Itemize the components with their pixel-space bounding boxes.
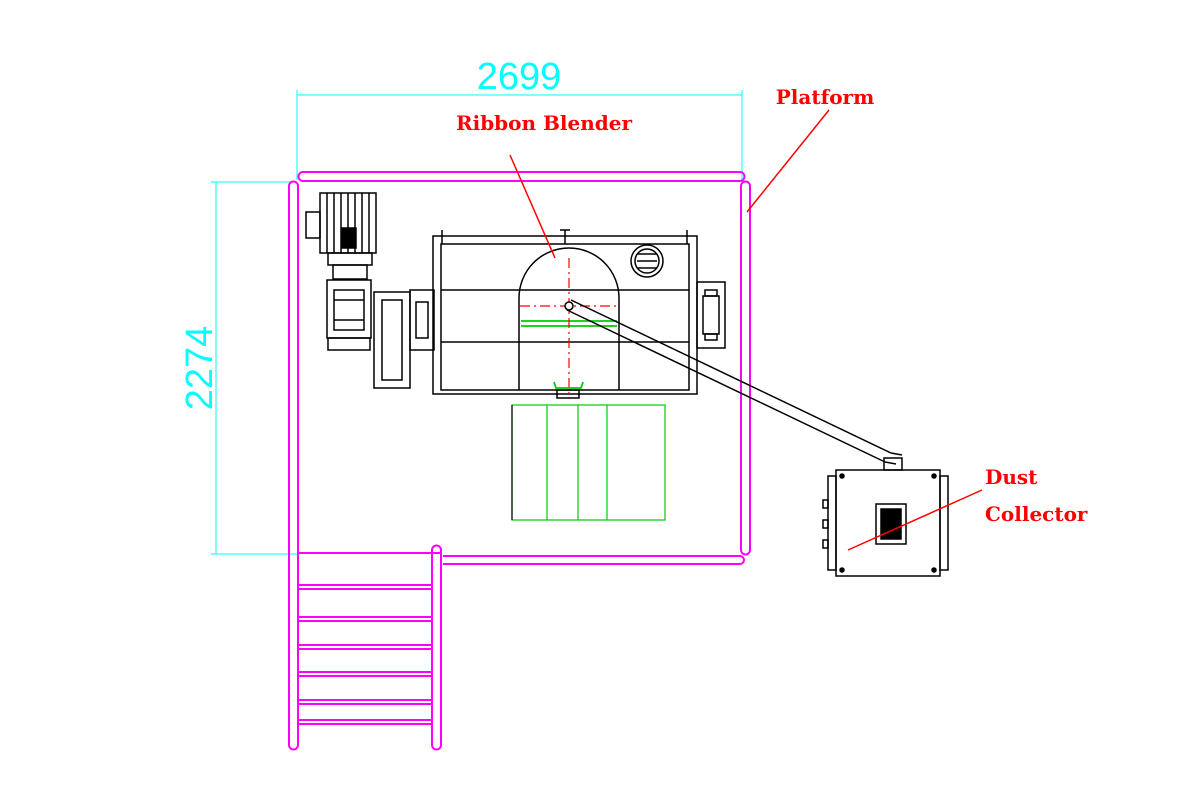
label-ribbon-blender: Ribbon Blender — [456, 111, 633, 135]
dimension-width — [296, 90, 743, 180]
leader-lines — [509, 109, 983, 551]
dimension-height — [211, 181, 297, 555]
discharge-bracket — [553, 381, 584, 389]
label-dust: Dust — [985, 465, 1038, 489]
label-collector: Collector — [985, 502, 1088, 526]
dust-collector — [822, 469, 949, 577]
dimension-height-label: 2274 — [179, 326, 221, 411]
motor — [305, 192, 377, 280]
dimension-width-label: 2699 — [477, 56, 562, 98]
platform — [288, 171, 751, 751]
gearbox — [326, 279, 435, 389]
inspection-port-icon — [630, 244, 664, 278]
dust-duct — [564, 299, 903, 471]
ribbon-blender — [432, 229, 726, 399]
label-platform: Platform — [776, 85, 874, 109]
discharge-chute — [511, 404, 666, 521]
